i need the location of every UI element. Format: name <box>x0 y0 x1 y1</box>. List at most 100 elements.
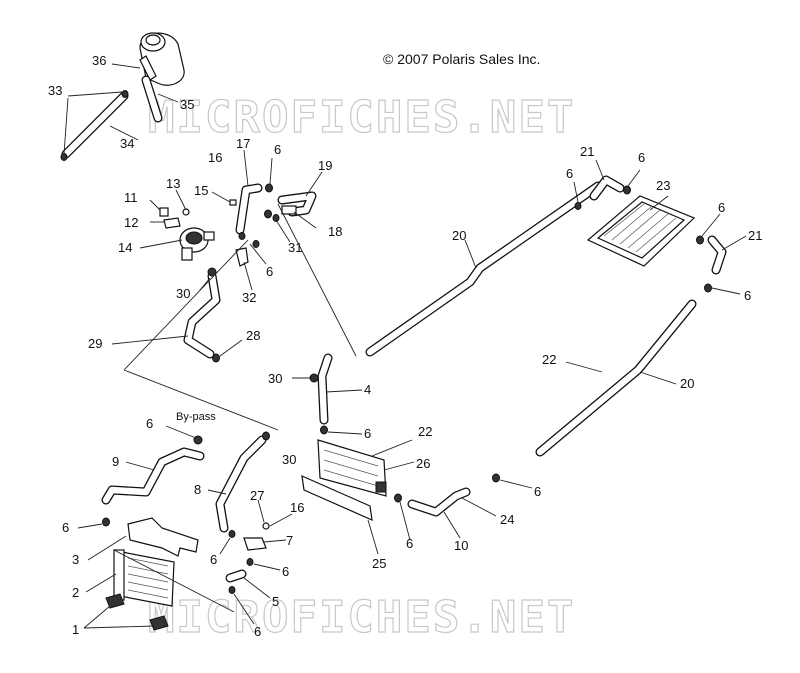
clamp-6-top <box>265 183 273 193</box>
callout-20-upper: 20 <box>452 228 466 243</box>
thermostat-housing-14 <box>179 227 215 261</box>
hose-19 <box>277 191 317 217</box>
callout-21-right: 21 <box>748 228 762 243</box>
clamp-6-low-b <box>246 558 254 566</box>
callout-6-low-b: 6 <box>282 564 289 579</box>
callout-7: 7 <box>286 533 293 548</box>
callout-24: 24 <box>500 512 514 527</box>
callout-5: 5 <box>272 594 279 609</box>
hose-10 <box>407 487 471 517</box>
callout-20-lower: 20 <box>680 376 694 391</box>
oil-cooler-2 <box>113 549 175 607</box>
clamp-6-center <box>320 425 328 435</box>
callout-6-bypass: 6 <box>146 416 153 431</box>
clamp-30-low <box>262 431 270 441</box>
callout-28: 28 <box>246 328 260 343</box>
callout-6-rad-left: 6 <box>566 166 573 181</box>
hose-5 <box>225 569 247 583</box>
clamp-28 <box>212 353 220 363</box>
clamp-6-lower-a <box>394 493 402 503</box>
callout-6-low-a: 6 <box>210 552 217 567</box>
coolant-tube-20-upper <box>365 181 603 357</box>
callout-31: 31 <box>288 240 302 255</box>
callout-34: 34 <box>120 136 134 151</box>
spring-18 <box>281 205 297 215</box>
callout-15: 15 <box>194 183 208 198</box>
callout-6-lower-center: 6 <box>406 536 413 551</box>
callout-6-left: 6 <box>62 520 69 535</box>
hose-29 <box>183 271 221 359</box>
hose-8 <box>215 435 267 533</box>
hose-4 <box>317 353 333 425</box>
clamp-33-bottom <box>60 153 68 161</box>
clamp-31-a <box>264 209 272 219</box>
callout-6-lower-right: 6 <box>534 484 541 499</box>
clamp-6-low-a <box>228 530 236 538</box>
callout-25: 25 <box>372 556 386 571</box>
bracket-25 <box>301 475 373 521</box>
callout-35: 35 <box>180 97 194 112</box>
reservoir-hose-35 <box>141 75 163 123</box>
callout-8: 8 <box>194 482 201 497</box>
callout-36: 36 <box>92 53 106 68</box>
watermark-bottom: MICROFICHES.NET <box>148 592 575 643</box>
clamp-6-left <box>102 517 110 527</box>
hose-21-right <box>707 235 727 275</box>
callout-6-rad-top: 6 <box>638 150 645 165</box>
coolant-tube-20-lower <box>535 299 697 457</box>
plug-11 <box>159 207 169 217</box>
callout-6-center: 6 <box>364 426 371 441</box>
fitting-32 <box>235 247 249 267</box>
callout-4: 4 <box>364 382 371 397</box>
callout-16-low: 16 <box>290 500 304 515</box>
clamp-6-rad-d <box>704 283 712 293</box>
callout-26: 26 <box>416 456 430 471</box>
clamp-6-rad-a <box>574 202 582 210</box>
callout-9: 9 <box>112 454 119 469</box>
clamp-6-bottom <box>228 586 236 594</box>
overflow-hose-34 <box>61 91 129 159</box>
callout-2: 2 <box>72 585 79 600</box>
clamp-30-top <box>207 267 217 277</box>
clamp-33-top <box>121 90 129 98</box>
callout-6-rad-bottom: 6 <box>744 288 751 303</box>
callout-18: 18 <box>328 224 342 239</box>
gasket-12 <box>163 217 181 229</box>
callout-13: 13 <box>166 176 180 191</box>
callout-23: 23 <box>656 178 670 193</box>
callout-1: 1 <box>72 622 79 637</box>
callout-17: 17 <box>236 136 250 151</box>
oil-cooler-26 <box>317 439 387 497</box>
callout-30-top: 30 <box>176 286 190 301</box>
clamp-6-lower-b <box>492 473 500 483</box>
callout-33: 33 <box>48 83 62 98</box>
mount-1-right <box>149 615 169 631</box>
bracket-3 <box>127 517 199 557</box>
clamp-6-rad-b <box>623 185 631 195</box>
callout-11: 11 <box>124 190 138 205</box>
hose-9-bypass <box>101 447 205 505</box>
callout-22-right: 22 <box>542 352 556 367</box>
hose-21-top <box>589 175 625 201</box>
fitting-7 <box>243 537 267 551</box>
radiator-23 <box>586 195 696 267</box>
callout-32: 32 <box>242 290 256 305</box>
callout-22-center: 22 <box>418 424 432 439</box>
callout-6-mid: 6 <box>266 264 273 279</box>
mount-1-left <box>105 593 125 609</box>
fitting-15 <box>229 199 237 206</box>
callout-30-low: 30 <box>282 452 296 467</box>
callout-30-mid: 30 <box>268 371 282 386</box>
callout-16-top: 16 <box>208 150 222 165</box>
callout-19: 19 <box>318 158 332 173</box>
bypass-label: By-pass <box>176 411 216 423</box>
callout-14: 14 <box>118 240 132 255</box>
callout-6-rad-right: 6 <box>718 200 725 215</box>
callout-27: 27 <box>250 488 264 503</box>
hose-17 <box>235 183 263 235</box>
coolant-reservoir <box>139 32 185 86</box>
callout-6-top: 6 <box>274 142 281 157</box>
callout-29: 29 <box>88 336 102 351</box>
